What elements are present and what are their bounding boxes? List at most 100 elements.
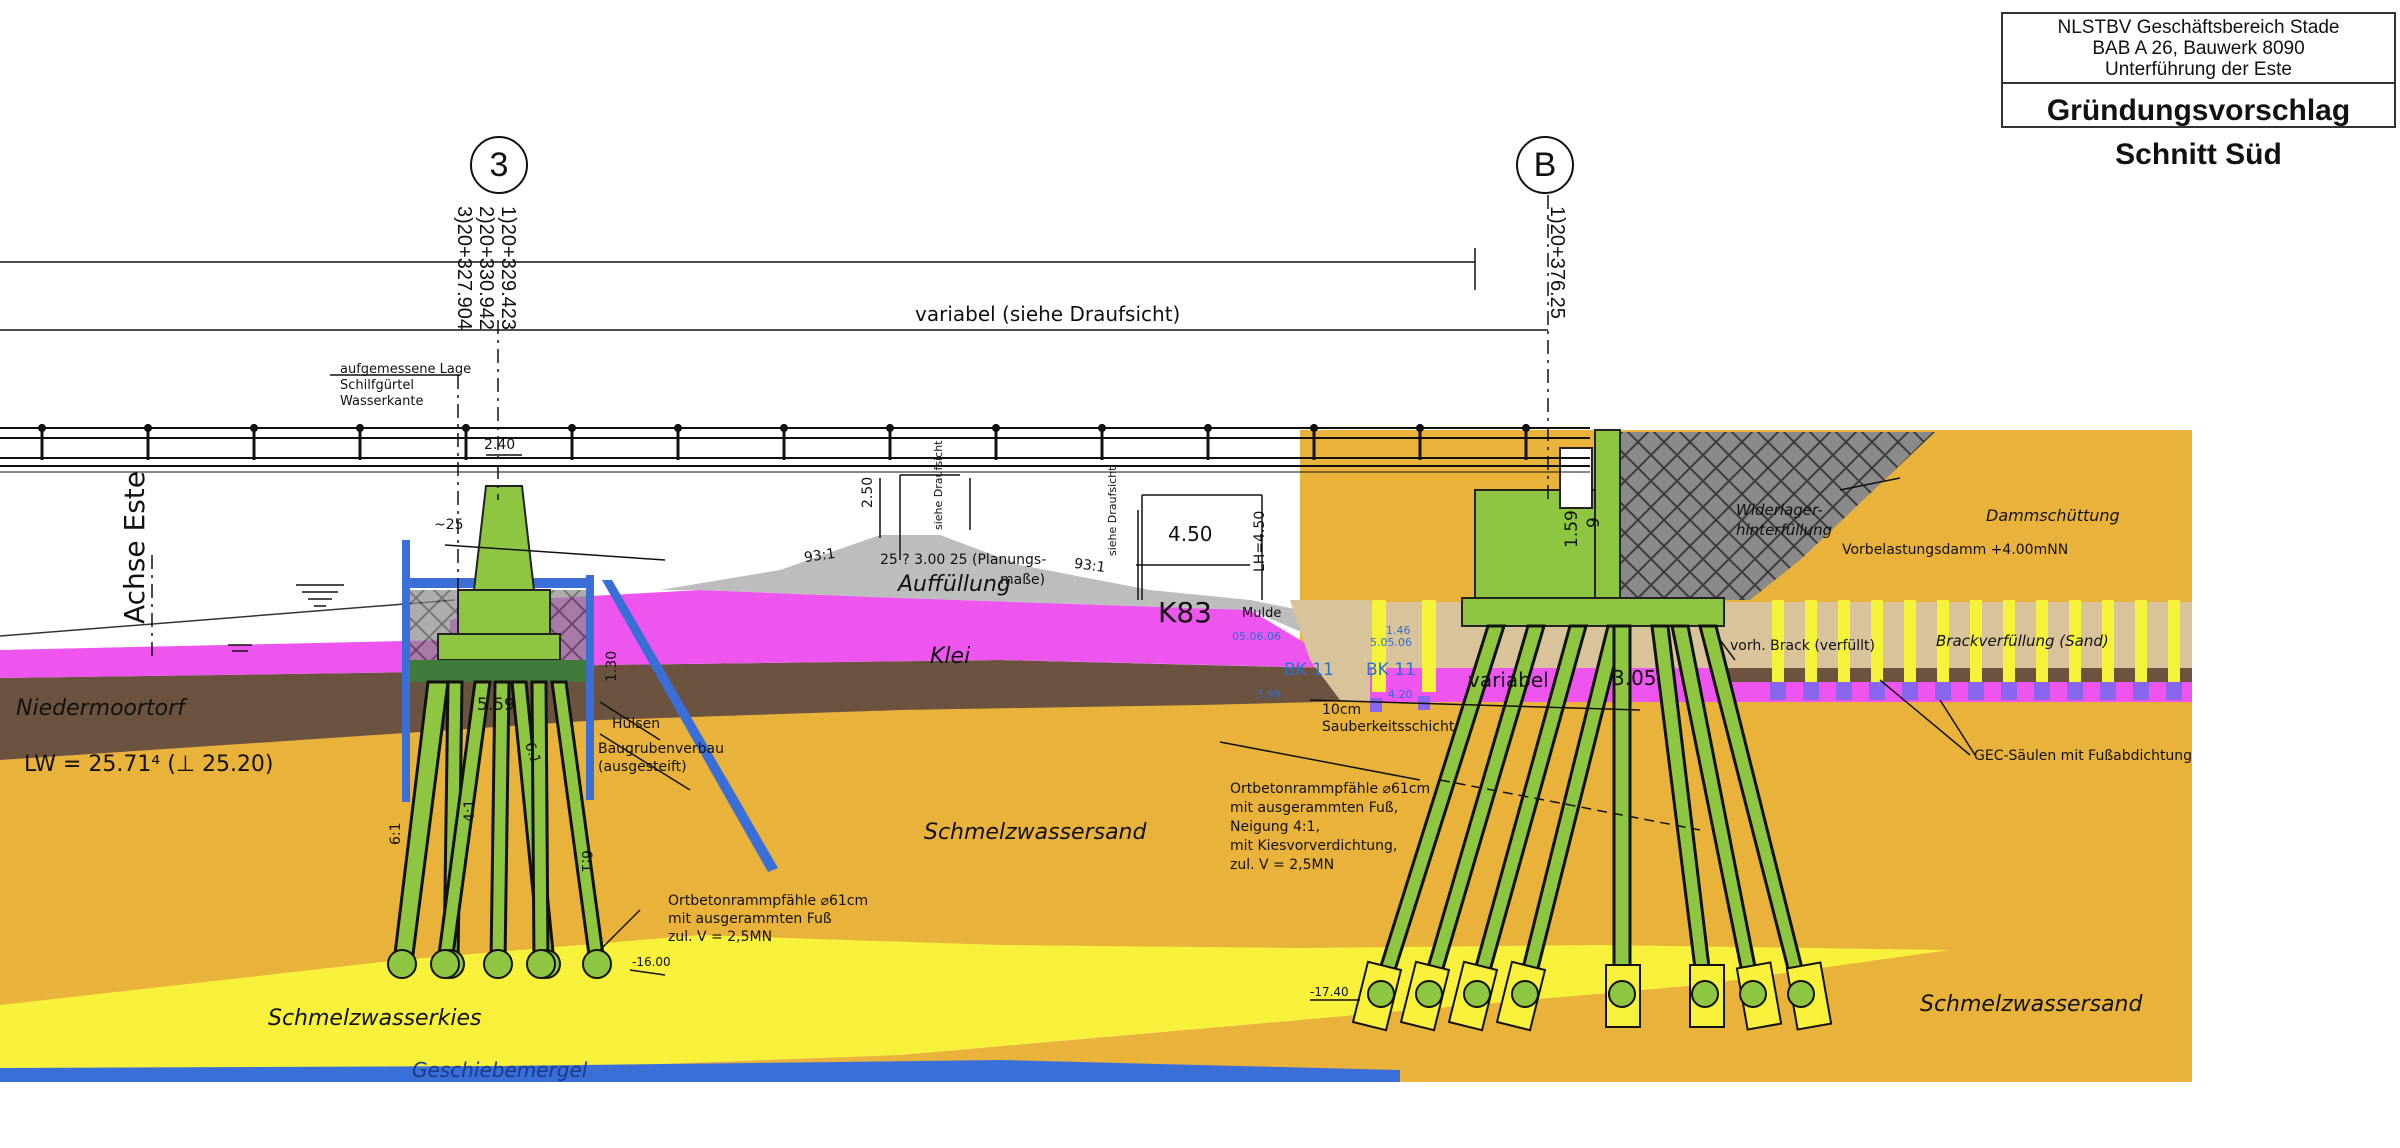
peat-band-right [1720, 668, 2192, 682]
section-title: Schnitt Süd [2115, 138, 2282, 171]
see-plan-1: siehe Draufsicht [932, 440, 945, 531]
dim-pier-top: 2.40 [484, 437, 516, 453]
chainage-3-3: 3)20+327.904 [453, 206, 475, 331]
gec-column [1838, 600, 1850, 682]
soil-geschiebemergel: Geschiebemergel [412, 1058, 588, 1082]
gec-column [2036, 600, 2048, 682]
axis-marker-b: B [1516, 136, 1574, 194]
blue-value-4: 1.46 [1386, 624, 1411, 637]
gec-column [1772, 600, 1784, 682]
gec-foot [2001, 682, 2017, 700]
gec-foot [2067, 682, 2083, 700]
dim-embank-crest2: maße) [1000, 572, 1046, 588]
axis-marker-3: 3 [470, 136, 528, 194]
gec-foot [2034, 682, 2050, 700]
gec-foot [1935, 682, 1951, 700]
gec-foot [1902, 682, 1918, 700]
abutment-b [1351, 429, 1935, 1032]
abut-9: 9 [1584, 517, 1604, 528]
pile-foot [526, 949, 556, 979]
railing-post-head [1204, 424, 1212, 432]
pile-slope-41: 4:1 [462, 799, 478, 822]
marl-layer [0, 1060, 1400, 1082]
gec-foot [2100, 682, 2116, 700]
railing-post-head [568, 424, 576, 432]
preload-note: Vorbelastungsdamm +4.00mNN [1842, 542, 2069, 558]
label-bk11-b: BK 11 [1366, 660, 1416, 680]
see-plan-2: siehe Draufsicht [1106, 466, 1119, 557]
pit-diagonal [602, 580, 778, 872]
soil-auffuellung: Auffüllung [898, 572, 1011, 597]
auffuellung [660, 535, 1320, 640]
level-right: -17.40 [1310, 985, 1349, 999]
pier-cap [437, 633, 561, 661]
huelsen-label: Hülsen [612, 716, 661, 732]
span-label: variabel (siehe Draufsicht) [915, 302, 1181, 326]
pier-column [472, 485, 536, 591]
railing-post-head [1416, 424, 1424, 432]
gec-column [2102, 600, 2114, 682]
blue-value-1: 05.06.06 [1232, 630, 1281, 643]
blue-value-5: 4.20 [1388, 688, 1413, 701]
piles-left-note: Ortbetonrammpfähle ⌀61cm mit ausgerammte… [668, 893, 869, 945]
blue-value-3: 3.99 [1256, 688, 1281, 701]
blinding-note: 10cm Sauberkeitsschicht [1322, 702, 1455, 735]
low-water-level: LW = 25.71⁴ (⊥ 25.20) [24, 752, 274, 777]
soil-niedermoortorf: Niedermoortorf [16, 696, 185, 721]
chainage-3-1: 1)20+329.423 [497, 206, 519, 331]
dim-clearance: 4.50 [1168, 522, 1213, 546]
railing-post-head [780, 424, 788, 432]
chainage-3-2: 2)20+330.942 [475, 206, 497, 331]
dim-embank-height: 2.50 [860, 476, 876, 508]
railing-post-head [886, 424, 894, 432]
bridge-deck [0, 427, 1590, 473]
railing-post-head [356, 424, 364, 432]
abut-159: 1.59 [1562, 510, 1582, 548]
water-body [0, 592, 450, 650]
soil-schmelzwassersand-2: Schmelzwassersand [1920, 992, 2143, 1017]
gec-column [2168, 600, 2180, 682]
gec-foot [1770, 682, 1786, 700]
soil-dammschuettung: Dammschüttung [1986, 506, 2120, 525]
railing-post-head [144, 424, 152, 432]
drawing-title: Gründungsvorschlag [2046, 94, 2351, 127]
railing-post-head [674, 424, 682, 432]
pile-foot [387, 949, 417, 979]
backfill-note: Widerlager- hinterfüllung [1736, 501, 1833, 539]
gec-column [1970, 600, 1982, 682]
railing-post-head [462, 424, 470, 432]
abut-variabel: variabel [1468, 668, 1549, 692]
soil-klei: Klei [930, 644, 971, 669]
peat-layer [0, 660, 1400, 760]
pile-slope-61a: 6:1 [388, 822, 404, 845]
gec-foot [1968, 682, 1984, 700]
level-left: -16.00 [632, 955, 671, 969]
gec-foot [2166, 682, 2182, 700]
railing-post-head [250, 424, 258, 432]
railing-post-head [38, 424, 46, 432]
railing-post-head [1310, 424, 1318, 432]
gec-column [2003, 600, 2015, 682]
pit-support-note: Baugrubenverbau (ausgesteift) [598, 741, 724, 775]
soil-schmelzwassersand-1: Schmelzwassersand [924, 820, 1147, 845]
project-name: BAB A 26, Bauwerk 8090 [2092, 38, 2305, 59]
gec-column [1805, 600, 1817, 682]
chainage-b-1: 1)20+376.25 [1546, 206, 1568, 319]
pile [489, 680, 511, 964]
abutment-cap [1461, 597, 1725, 627]
title-block: NLSTBV Geschäftsbereich Stade BAB A 26, … [2001, 12, 2396, 128]
dim-embank-crest: 25 ? 3.00 25 (Planungs- [880, 552, 1047, 568]
pier-3 [387, 485, 778, 979]
dimension-lines [0, 195, 1976, 1001]
gec-columns [1770, 600, 2182, 700]
brack-fill-note: Brackverfüllung (Sand) [1936, 632, 2109, 650]
gec-column [1871, 600, 1883, 682]
river-axis-label: Achse Este [118, 470, 151, 624]
pile [530, 680, 550, 964]
gec-foot [1836, 682, 1852, 700]
dim-559: 5.59 [477, 695, 515, 715]
railing-post-head [1098, 424, 1106, 432]
gec-foot [1803, 682, 1819, 700]
sand-lower [0, 930, 2192, 1082]
